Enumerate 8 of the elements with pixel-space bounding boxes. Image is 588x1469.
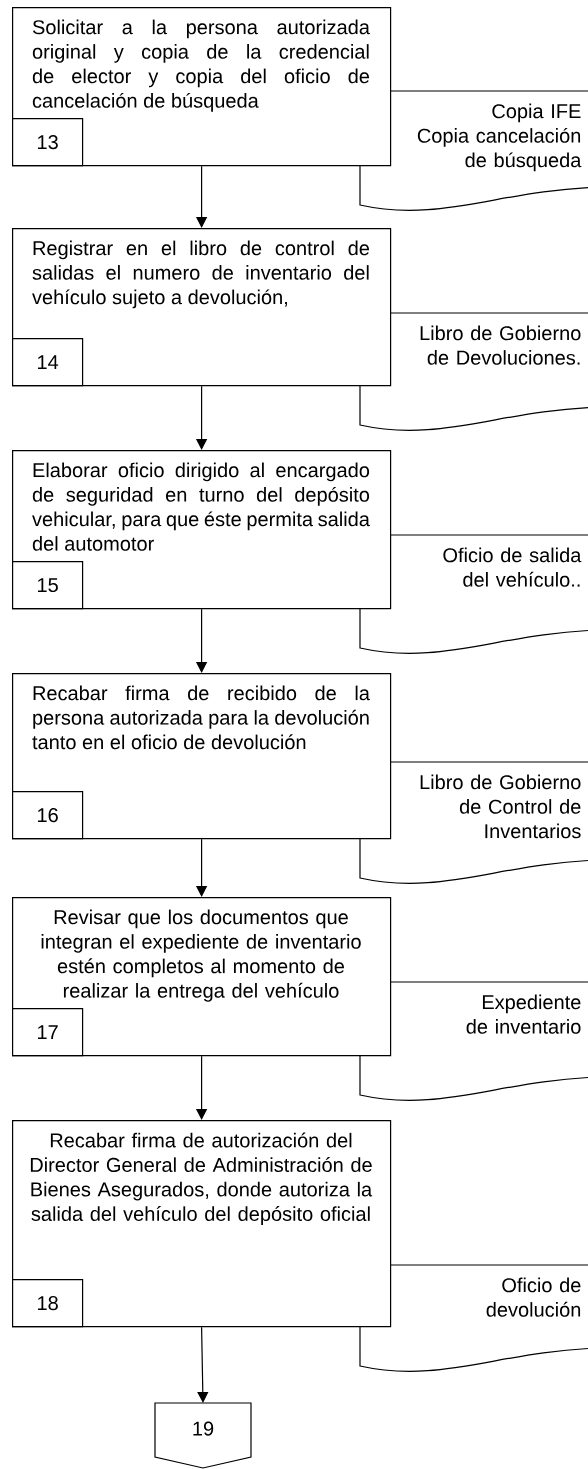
off-page-connector: 19	[154, 1402, 252, 1469]
step-number-box: 14	[12, 338, 84, 387]
step-number-box: 15	[12, 561, 84, 610]
step-number-box: 16	[12, 791, 84, 840]
step-number-box: 13	[12, 118, 84, 167]
arrow	[197, 1326, 209, 1403]
step-number-box: 17	[12, 1008, 84, 1057]
step-number-box: 18	[12, 1279, 84, 1328]
